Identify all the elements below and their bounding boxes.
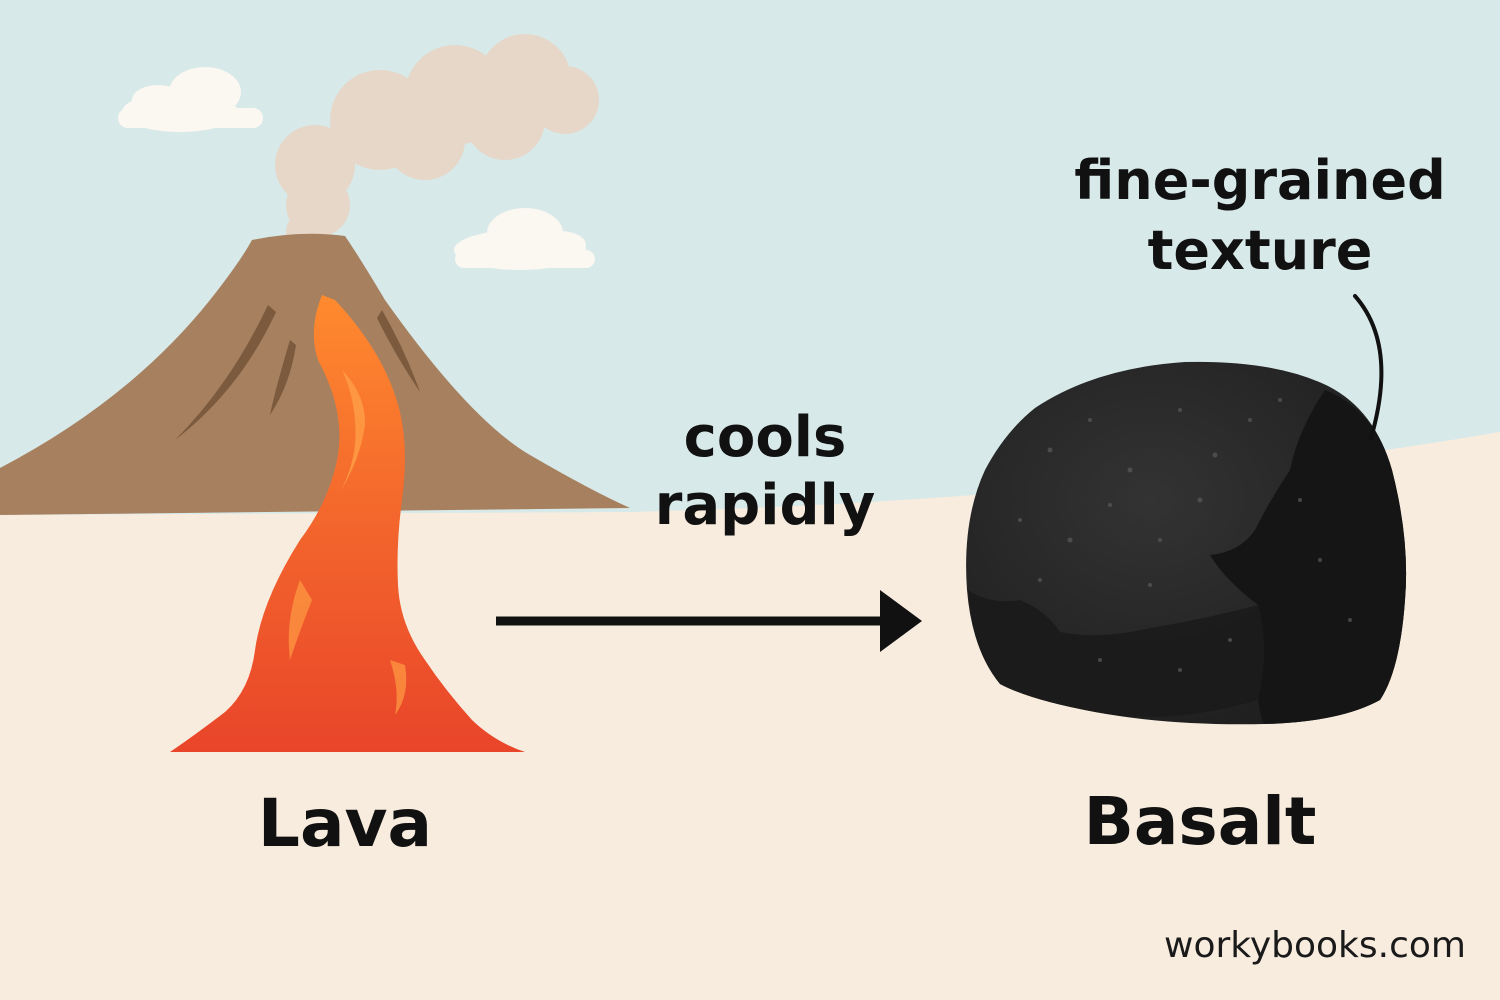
cloud-left-icon [118, 67, 263, 132]
texture-label-line1: fine-grained [1074, 149, 1446, 212]
arrow-right-icon [496, 590, 922, 652]
credit-watermark: workybooks.com [1164, 925, 1466, 966]
cloud-right-icon [454, 208, 595, 270]
source-label: Lava [257, 785, 433, 862]
result-label: Basalt [1083, 783, 1317, 860]
texture-label: fine-grained texture [1060, 146, 1460, 286]
texture-callout-line [1353, 294, 1384, 440]
texture-label-line2: texture [1147, 219, 1373, 282]
lava-flow-icon [170, 295, 525, 752]
process-label-line1: cools [683, 405, 847, 470]
process-label: cools rapidly [600, 404, 930, 540]
process-label-line2: rapidly [654, 473, 876, 538]
basalt-rock-icon [966, 361, 1407, 725]
